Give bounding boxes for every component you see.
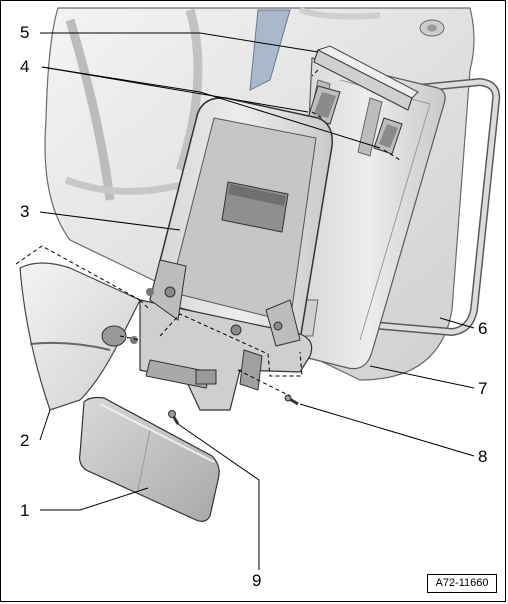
assembly-dashed-lines (15, 69, 401, 397)
leader-line-1 (40, 487, 149, 511)
callout-4: 4 (20, 57, 29, 76)
clip-lower-part-4 (373, 117, 403, 155)
callout-7: 7 (478, 379, 487, 398)
callout-8: 8 (478, 447, 487, 466)
leader-lines (39, 32, 475, 570)
screw-part-9 (168, 410, 180, 425)
backrest-frame-part-6 (311, 78, 501, 336)
screw-part-8 (284, 394, 299, 406)
callout-1: 1 (20, 501, 29, 520)
leader-line-2 (39, 409, 51, 441)
cover-part-1 (79, 396, 220, 522)
seat-belt-strip (249, 9, 291, 91)
clip-upper-part-4 (307, 85, 341, 125)
callout-6: 6 (478, 319, 487, 338)
lower-hinge-mechanism (139, 259, 313, 411)
leader-line-6 (439, 317, 475, 329)
callout-3: 3 (20, 202, 29, 221)
callout-2: 2 (20, 431, 29, 450)
top-trim-strip-part-5 (313, 45, 419, 111)
callout-5: 5 (20, 23, 29, 42)
callout-9: 9 (252, 571, 261, 590)
leader-line-5 (40, 32, 319, 53)
figure-reference-label: A72-11660 (427, 574, 497, 593)
leader-line-7 (369, 365, 475, 389)
backrest-center-panel-part-3 (149, 97, 333, 341)
leader-line-4b (41, 66, 381, 149)
leader-line-3 (39, 211, 181, 231)
seat-side-bolster-part-2 (19, 262, 154, 411)
leader-line-8 (299, 403, 475, 457)
leader-line-9 (177, 423, 260, 570)
